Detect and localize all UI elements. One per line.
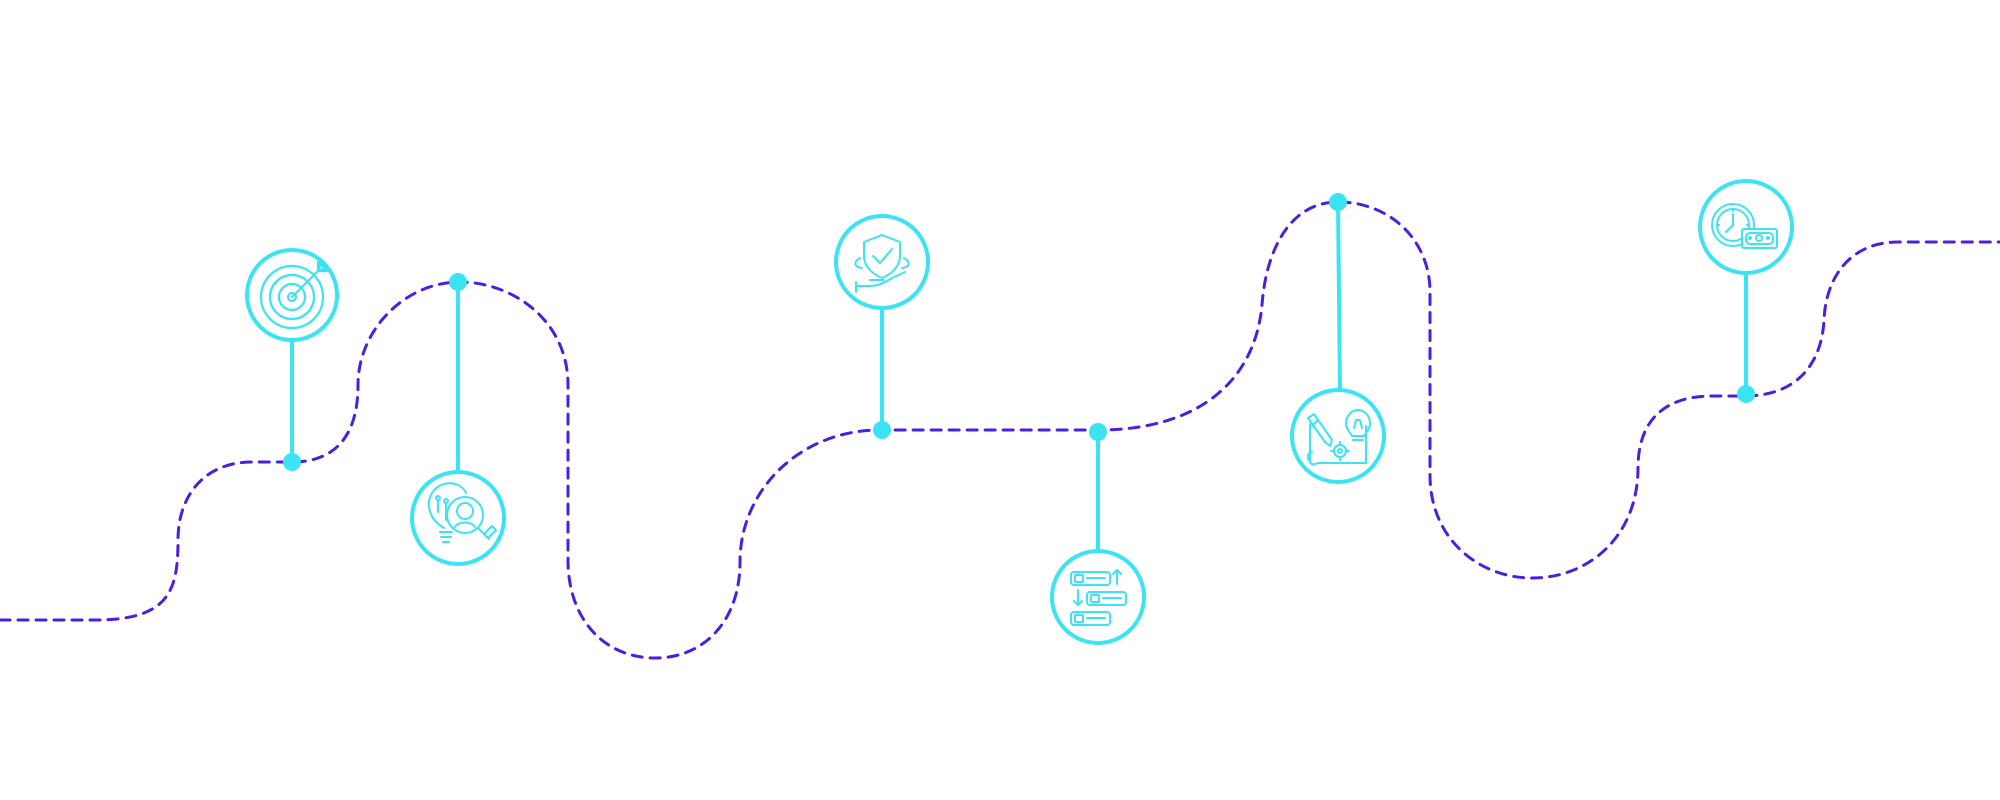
milestone-dot (1329, 193, 1347, 211)
blueprint-idea-icon (1306, 409, 1371, 466)
priority-list-icon (1070, 569, 1127, 626)
target-icon (259, 260, 329, 330)
milestone-stem (1336, 201, 1342, 391)
milestone-dot (1089, 423, 1107, 441)
milestone-4 (1050, 423, 1146, 645)
milestone-dot (449, 273, 467, 291)
lightbulb-research-icon (427, 482, 497, 543)
milestone-dot (873, 421, 891, 439)
shield-check-hand-icon (854, 234, 910, 293)
milestone-3 (834, 214, 930, 439)
milestone-1 (245, 248, 339, 471)
time-money-icon (1711, 203, 1778, 249)
milestone-6 (1698, 179, 1794, 403)
milestone-dot (1737, 385, 1755, 403)
milestone-dot (283, 453, 301, 471)
milestone-badge (1698, 179, 1794, 275)
milestone-badge (410, 470, 506, 566)
milestone-5 (1290, 193, 1386, 484)
milestone-2 (410, 273, 506, 566)
milestone-badge (1290, 388, 1386, 484)
